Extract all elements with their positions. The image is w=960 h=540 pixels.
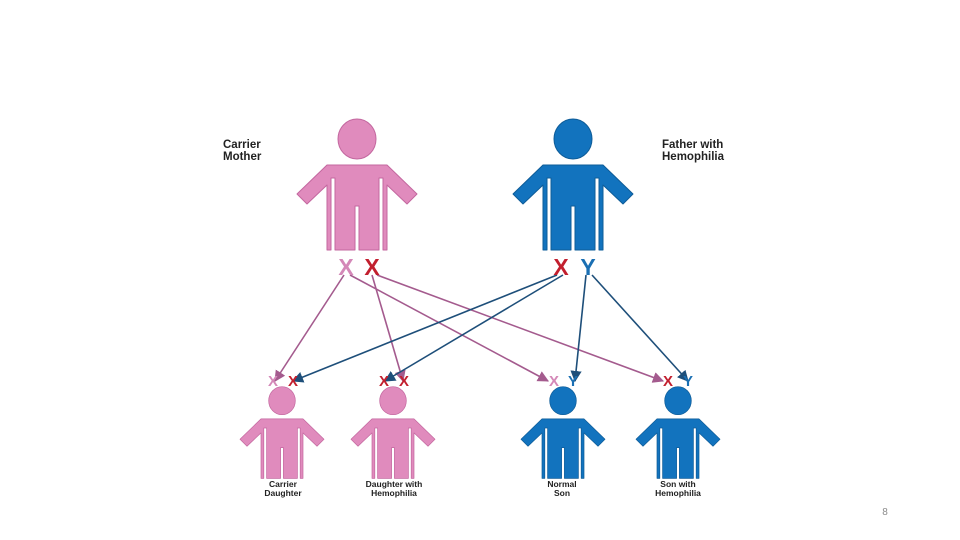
child-1-chromosome-x-affected: X xyxy=(288,373,298,390)
father-label: Father with Hemophilia xyxy=(662,139,724,164)
line-father-y-to-affected-son xyxy=(591,274,689,382)
slide-number: 8 xyxy=(882,507,888,518)
child-2-chromosomes: X X xyxy=(379,373,409,390)
line-mother-x2-to-affected-son xyxy=(376,274,665,383)
child-3-figure xyxy=(520,386,606,479)
father-chromosome-x-affected: X xyxy=(553,254,569,280)
child-4-figure xyxy=(635,386,721,479)
father-figure-head xyxy=(553,118,593,160)
child-2-figure-head xyxy=(379,386,407,416)
child-4-label: Son with Hemophilia xyxy=(655,479,701,498)
child-1-chromosome-x-normal: X xyxy=(268,373,278,390)
mother-chromosomes: X X xyxy=(338,254,380,280)
father-chromosome-y: Y xyxy=(580,254,595,280)
child-1-label: Carrier Daughter xyxy=(264,479,302,498)
line-father-y-to-normal-son xyxy=(570,274,587,383)
father-figure xyxy=(512,118,634,251)
mother-label: Carrier Mother xyxy=(223,139,262,164)
child-2-chromosome-x-affected-2: X xyxy=(399,373,409,390)
line-mother-x2-to-affected-daughter xyxy=(371,274,406,383)
mother-chromosome-x-affected: X xyxy=(364,254,380,280)
mother-figure xyxy=(296,118,418,251)
child-1-figure-body xyxy=(239,418,325,479)
child-3-chromosome-y: Y xyxy=(568,373,578,390)
inheritance-lines xyxy=(274,274,689,383)
child-3-figure-body xyxy=(520,418,606,479)
child-4-figure-head xyxy=(664,386,692,416)
child-3-chromosome-x-normal: X xyxy=(549,373,559,390)
child-3-chromosomes: X Y xyxy=(549,373,578,390)
mother-figure-body xyxy=(296,164,418,251)
child-4-chromosomes: X Y xyxy=(663,373,693,390)
child-1-figure xyxy=(239,386,325,479)
line-mother-x1-to-carrier-daughter xyxy=(274,274,345,382)
child-3-label: Normal Son xyxy=(547,479,577,498)
line-father-x-to-affected-daughter xyxy=(384,274,564,382)
child-2-label: Daughter with Hemophilia xyxy=(365,479,423,498)
child-4-chromosome-x-affected: X xyxy=(663,373,673,390)
child-4-chromosome-y: Y xyxy=(683,373,693,390)
father-figure-body xyxy=(512,164,634,251)
figures xyxy=(239,118,721,479)
child-3-figure-head xyxy=(549,386,577,416)
mother-figure-head xyxy=(337,118,377,160)
child-2-figure xyxy=(350,386,436,479)
child-2-chromosome-x-affected: X xyxy=(379,373,389,390)
child-4-figure-body xyxy=(635,418,721,479)
child-1-figure-head xyxy=(268,386,296,416)
mother-chromosome-x-normal: X xyxy=(338,254,354,280)
child-1-chromosomes: X X xyxy=(268,373,298,390)
line-father-x-to-carrier-daughter xyxy=(291,274,558,383)
child-2-figure-body xyxy=(350,418,436,479)
father-chromosomes: X Y xyxy=(553,254,595,280)
line-mother-x1-to-normal-son xyxy=(349,274,549,382)
